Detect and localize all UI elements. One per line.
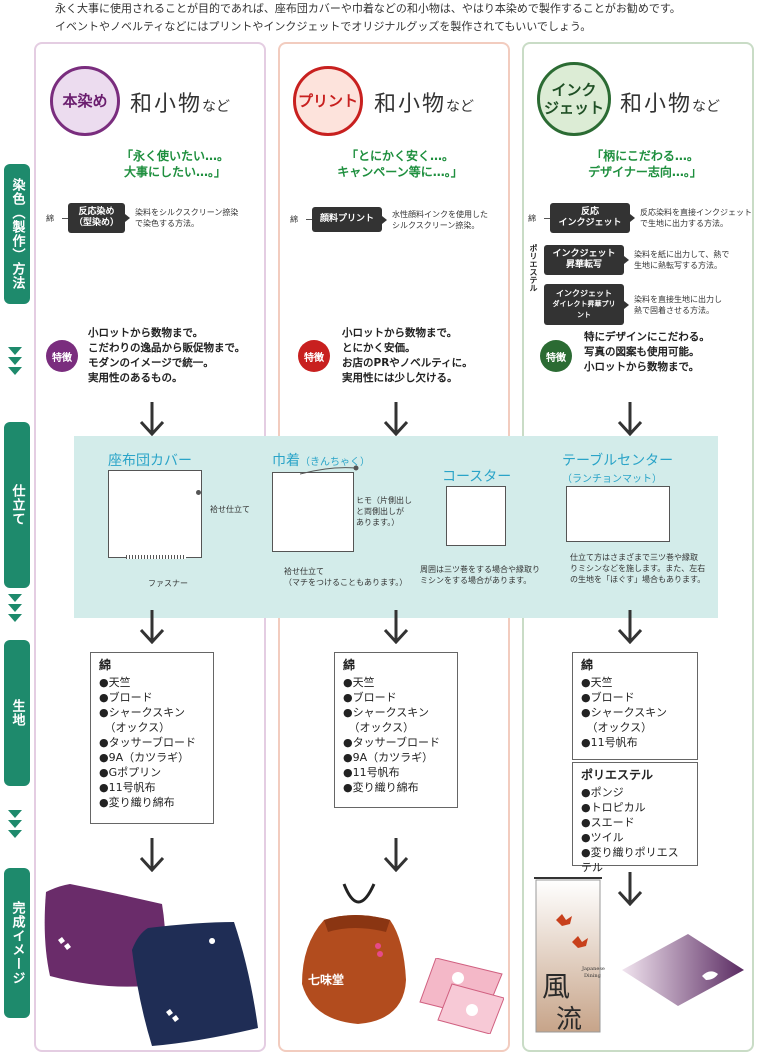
features-print: 小ロットから数物まで。とにかく安価。お店のPRやノベルティに。実用性には少し欠け…: [342, 327, 473, 384]
shitate-zabuton-title: 座布団カバー: [108, 453, 192, 469]
coaster-note: 周囲は三ツ巻をする場合や縁取りミシンをする場合があります。: [420, 565, 540, 585]
method-box-ganryou: 顔料プリント: [312, 207, 388, 232]
heading-wa-komono-3: 和小物など: [620, 92, 721, 117]
tapestry-banner-image: 風 流 Japanese Dining: [534, 877, 605, 1034]
badge-honzome: 本染め: [50, 66, 120, 136]
banner-small-1: Japanese: [581, 966, 605, 972]
method-row-hannou: 綿 反応染め（型染め） 染料をシルクスクリーン捺染で染色する方法。: [46, 203, 238, 233]
method-box-shoka: インクジェット昇華転写: [544, 245, 629, 275]
side-label-image: 完成イメージ: [4, 868, 30, 1018]
down-arrow-icon: [617, 402, 643, 436]
method-row-inkjet-hannou: 綿 反応インクジェット 反応染料を直接インクジェットで生地に出力する方法。: [528, 203, 752, 233]
intro-line-1: 永く大事に使用されることが目的であれば、座布団カバーや巾着などの和小物は、やはり…: [55, 2, 681, 15]
down-arrow-icon: [383, 402, 409, 436]
kinchaku-bag-image: 七味堂: [302, 883, 406, 1024]
fabric-list-inkjet-poly: ポリエステル ●ポンジ●トロピカル●スエード●ツイル●変り織りポリエステル: [572, 762, 698, 874]
features-inkjet: 特にデザインにこだわる。写真の図案も使用可能。小ロットから数物まで。: [584, 331, 710, 373]
side-label-shitate: 仕立て: [4, 422, 30, 588]
down-arrow-icon: [139, 838, 165, 872]
poly-label: ポリエステル: [529, 244, 538, 292]
shitate-coaster-title: コースター: [442, 469, 512, 485]
table-center-diagram: [566, 486, 670, 542]
table-runner-image: [622, 934, 744, 1006]
banner-kanji-2: 流: [556, 1005, 582, 1034]
bag-logo-text: 七味堂: [308, 972, 344, 987]
fabric-list-inkjet-cotton: 綿 ●天竺●ブロード●シャークスキン （オックス）●11号帆布: [572, 652, 698, 760]
down-arrow-icon: [383, 610, 409, 644]
method-box-hannou: 反応染め（型染め）: [68, 203, 131, 233]
coaster-diagram: [446, 486, 506, 546]
method-row-ganryou: 綿 顔料プリント 水性顔料インクを使用したシルクスクリーン捺染。: [290, 207, 488, 232]
kinchaku-note-1: ヒモ（片側出しと両側出しがあります。）: [356, 496, 412, 527]
feature-badge-1: 特徴: [46, 340, 78, 372]
badge-inkjet: インクジェット: [537, 62, 611, 136]
kinchaku-diagram: [272, 472, 354, 552]
zabuton-note-1: 袷せ仕立て: [210, 505, 250, 514]
intro-text: 永く大事に使用されることが目的であれば、座布団カバーや巾着などの和小物は、やはり…: [55, 0, 755, 36]
method-box-inkjet-hannou: 反応インクジェット: [550, 203, 635, 233]
note-dot: [196, 490, 201, 495]
side-label-fabric: 生地: [4, 640, 30, 786]
method-row-direct: インクジェットダイレクト昇華プリント 染料を直接生地に出力し熱で固着させる方法。: [544, 284, 722, 325]
fabric-list-print: 綿 ●天竺●ブロード●シャークスキン （オックス）●タッサーブロード●9A（カツ…: [334, 652, 458, 808]
down-arrow-icon: [139, 402, 165, 436]
features-honzome: 小ロットから数物まで。こだわりの逸品から販促物まで。モダンのイメージで統一。実用…: [88, 327, 246, 384]
fabric-list-honzome: 綿 ●天竺●ブロード●シャークスキン （オックス）●タッサーブロード●9A（カツ…: [90, 652, 214, 824]
kinchaku-note-2: 袷せ仕立て（マチをつけることもあります。）: [284, 567, 408, 587]
string-icon: [300, 465, 359, 475]
table-note: 仕立て方はさまざまで三ツ巻や縁取りミシンなどを施します。また、左右の生地を「ほぐ…: [570, 553, 706, 584]
zabuton-diagram: [108, 470, 202, 558]
heading-wa-komono-2: 和小物など: [374, 92, 475, 117]
badge-print: プリント: [293, 66, 363, 136]
down-arrow-icon: [617, 610, 643, 644]
quote-inkjet: 「柄にこだわる…。デザイナー志向…。」: [588, 149, 702, 179]
heading-wa-komono-1: 和小物など: [130, 92, 231, 117]
zabuton-note-2: ファスナー: [148, 579, 188, 588]
down-arrows-icon: [8, 594, 24, 624]
down-arrow-icon: [383, 838, 409, 872]
shitate-kinchaku-title: 巾着（きんちゃく）: [272, 453, 370, 469]
banner-small-2: Dining: [584, 973, 602, 979]
down-arrows-icon: [8, 810, 24, 840]
method-row-shoka: インクジェット昇華転写 染料を紙に出力して、熱で生地に熱転写する方法。: [544, 245, 729, 275]
quote-print: 「とにかく安く…。キャンペーン等に…。」: [337, 149, 463, 179]
side-label-method: 染色（製作）方法: [4, 164, 30, 304]
zipper-icon: [126, 555, 186, 559]
shitate-table-title: テーブルセンター（ランチョンマット）: [562, 453, 674, 485]
coaster-image: [419, 958, 504, 1034]
quote-honzome: 「永く使いたい…。大事にしたい…。」: [120, 149, 229, 179]
down-arrows-icon: [8, 347, 24, 377]
down-arrow-icon: [617, 872, 643, 906]
method-box-direct: インクジェットダイレクト昇華プリント: [544, 284, 629, 325]
feature-badge-3: 特徴: [540, 340, 572, 372]
banner-kanji-1: 風: [542, 970, 570, 1003]
intro-line-2: イベントやノベルティなどにはプリントやインクジェットでオリジナルグッズを製作され…: [55, 20, 592, 33]
down-arrow-icon: [139, 610, 165, 644]
feature-badge-2: 特徴: [298, 340, 330, 372]
zabuton-navy-image: [132, 922, 258, 1046]
